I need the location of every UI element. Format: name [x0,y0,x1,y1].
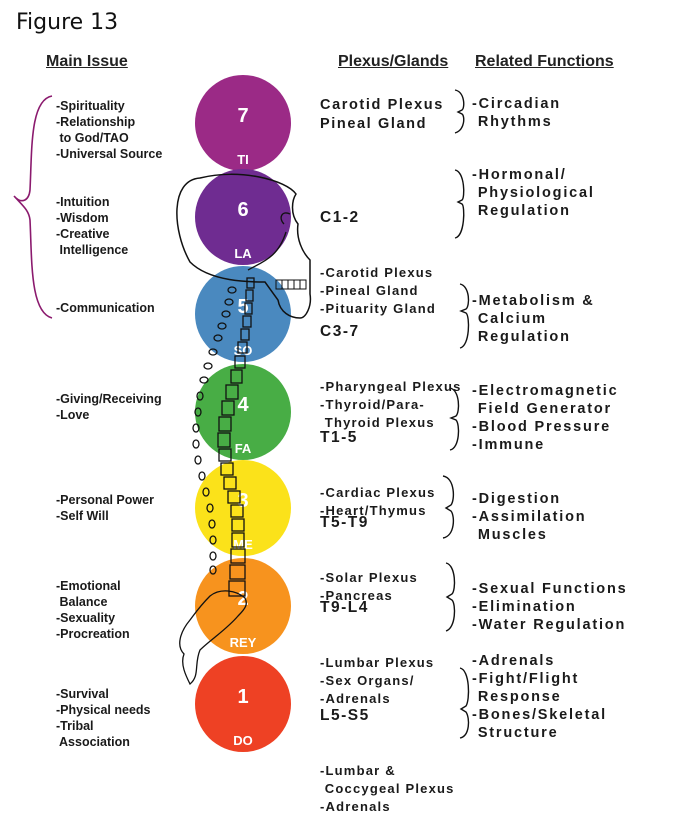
chakra-number: 7 [237,105,249,127]
functions-2: -Sexual Functions -Elimination -Water Re… [472,581,628,633]
functions-4: -Electromagnetic Field Generator -Blood … [472,383,619,453]
brace-6 [454,169,465,239]
main-issue-2: -Emotional Balance -Sexuality -Procreati… [56,579,130,641]
main-issue-3: -Personal Power -Self Will [56,493,154,523]
plexus-group-2: T9-L4 -Lumbar Plexus -Sex Organs/ -Adren… [320,562,434,726]
brace-2 [445,562,456,632]
chakra-circle-6: 6 LA [195,169,291,265]
chakra-circle-2: 2 REY [195,558,291,654]
plexus-1: -Lumbar & Coccygeal Plexus -Adrenals [320,763,455,814]
plexus-2: -Lumbar Plexus -Sex Organs/ -Adrenals [320,655,435,706]
plexus-group-6: C1-2 -Carotid Plexus -Pineal Gland -Pitu… [320,172,436,336]
main-issue-4: -Giving/Receiving -Love [56,392,162,422]
functions-1: -Adrenals -Fight/Flight Response -Bones/… [472,653,607,741]
chakra-number: 1 [237,686,249,708]
plexus-7: Carotid Plexus Pineal Gland [320,97,444,132]
main-issue-6: -Intuition -Wisdom -Creative Intelligenc… [56,195,129,257]
plexus-6: -Carotid Plexus -Pineal Gland -Pituarity… [320,265,436,316]
chakra-circle-5: 5 SO [195,266,291,362]
plexus-group-5: C3-7 -Pharyngeal Plexus -Thyroid/Para- T… [320,286,462,450]
chakra-number: 6 [237,199,249,221]
main-issue-brace [13,95,53,319]
spinal-region-1: L5-S5 [320,707,370,724]
plexus-3: -Solar Plexus -Pancreas [320,570,418,603]
chakra-syllable: TI [237,152,249,167]
header-main-issue: Main Issue [46,53,128,70]
chakra-syllable: LA [234,246,252,261]
figure-title: Figure 13 [16,10,119,35]
spinal-region-2: T9-L4 [320,599,369,616]
chakra-number: 5 [237,296,249,318]
functions-3: -Digestion -Assimilation Muscles [472,491,587,543]
chakra-circle-7: 7 TI [195,75,291,171]
plexus-4: -Cardiac Plexus -Heart/Thymus [320,485,436,518]
spinal-region-3: T5-T9 [320,514,369,531]
chakra-syllable: ME [233,537,253,552]
spinal-region-6: C1-2 [320,209,360,226]
chakra-syllable: SO [233,343,253,358]
chakra-circle-4: 4 FA [195,364,291,460]
header-plexus-glands: Plexus/Glands [338,53,449,70]
brace-3 [442,475,455,539]
chakra-number: 2 [237,588,249,610]
main-issue-1: -Survival -Physical needs -Tribal Associ… [56,687,151,749]
spinal-region-5: C3-7 [320,323,360,340]
spinal-region-4: T1-5 [320,429,358,446]
functions-7: -Circadian Rhythms [472,96,561,130]
plexus-group-4: T1-5 -Cardiac Plexus -Heart/Thymus [320,392,436,538]
header-related-functions: Related Functions [475,53,614,70]
brace-7 [454,89,465,134]
main-issue-7: -Spirituality -Relationship to God/TAO -… [56,99,163,161]
functions-5: -Metabolism & Calcium Regulation [472,293,595,345]
plexus-5: -Pharyngeal Plexus -Thyroid/Para- Thyroi… [320,379,462,430]
main-issue-5: -Communication [56,301,155,315]
chakra-circle-1: 1 DO [195,656,291,752]
brace-1 [459,667,470,739]
functions-6: -Hormonal/ Physiological Regulation [472,167,595,219]
chakra-syllable: DO [233,733,253,748]
plexus-group-3: T5-T9 -Solar Plexus -Pancreas [320,477,418,623]
chakra-syllable: FA [234,441,252,456]
chakra-syllable: REY [229,635,257,650]
chakra-circle-3: 3 ME [195,460,291,556]
chakra-number: 4 [237,394,249,416]
chakra-number: 3 [237,490,249,512]
plexus-group-1: L5-S5 -Lumbar & Coccygeal Plexus -Adrena… [320,670,455,834]
